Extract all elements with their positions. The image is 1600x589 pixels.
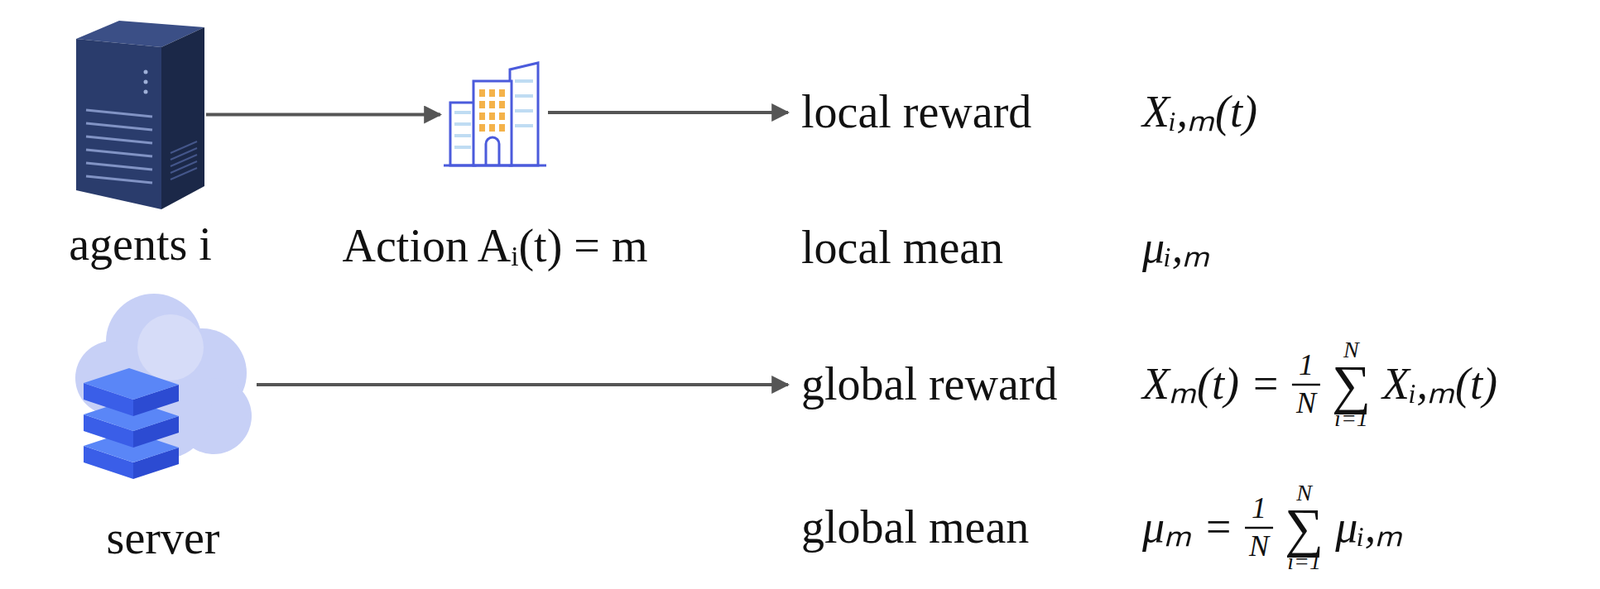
building-door: [485, 137, 500, 166]
building-window: [479, 89, 486, 97]
tower-led: [144, 90, 149, 95]
node-label: agents i: [68, 219, 212, 271]
fraction-bar: [1292, 384, 1321, 387]
building-window: [479, 112, 486, 121]
tower-led: [144, 70, 149, 75]
building-middle: [473, 81, 512, 166]
tower-vent: [170, 141, 197, 154]
tower-slot: [86, 136, 153, 144]
building-icon: [443, 61, 547, 169]
building-window: [479, 124, 486, 132]
fraction-part: 1: [1298, 350, 1314, 382]
building-window: [454, 122, 471, 126]
row-label: local mean: [801, 222, 1004, 274]
leader-arrow: [256, 383, 788, 387]
arrow-connector: [206, 113, 441, 117]
fraction-bar: [1244, 527, 1274, 530]
fraction-part: N: [1249, 531, 1269, 563]
building-window: [454, 145, 471, 149]
math-symbol: Xᵢ,ₘ(t): [1142, 87, 1258, 137]
building-window: [489, 89, 495, 97]
cloud-icon: [71, 285, 255, 481]
building-window: [454, 134, 471, 138]
building-window: [514, 124, 534, 128]
tower-slot: [86, 163, 153, 170]
building-window: [499, 112, 505, 121]
cloud-highlight: [137, 314, 204, 381]
building-window: [454, 110, 471, 115]
disk-top: [83, 368, 179, 400]
node-label: server: [106, 513, 221, 565]
building-window: [489, 100, 495, 109]
building-left: [450, 102, 476, 166]
tower-slot: [86, 176, 153, 183]
tower-slot: [86, 123, 153, 130]
leader-arrow: [547, 110, 788, 115]
node-label: Action Aᵢ(t) = m: [342, 221, 649, 273]
building-window: [499, 124, 505, 132]
building-window: [514, 79, 534, 83]
building-window: [499, 100, 505, 109]
action-building-icon: Action Aᵢ(t) = m: [443, 61, 547, 169]
tower-vent: [170, 161, 197, 173]
building-window: [489, 124, 495, 132]
building-window: [479, 100, 486, 109]
fraction-part: N: [1296, 388, 1317, 420]
agent-server-icon: agents i: [76, 20, 205, 210]
building-window: [514, 109, 534, 113]
tower-icon: [76, 20, 205, 210]
tower-vent: [170, 154, 197, 167]
tower-vent: [170, 168, 197, 180]
fraction-part: 1: [1251, 493, 1267, 525]
building-window: [514, 94, 534, 98]
row-label: global reward: [801, 359, 1058, 411]
tower-slot: [86, 149, 153, 157]
cloud-server-icon: server: [71, 285, 255, 481]
sum-limit: i=1: [1334, 406, 1369, 433]
tower-slot: [86, 110, 153, 117]
math-symbol: μᵢ,ₘ: [1335, 503, 1404, 553]
math-symbol: μₘ =: [1142, 503, 1234, 553]
math-symbol: Xᵢ,ₘ(t): [1382, 360, 1498, 409]
sum-limit: i=1: [1287, 549, 1322, 576]
building-tower: [509, 62, 539, 166]
tower-side: [161, 27, 205, 210]
tower-vent: [170, 148, 197, 160]
math-symbol: Xₘ(t) =: [1142, 360, 1281, 409]
tower-led: [144, 80, 149, 85]
row-label: global mean: [801, 502, 1029, 554]
row-label: local reward: [801, 86, 1032, 139]
tower-front: [76, 38, 162, 210]
building-window: [499, 89, 505, 97]
building-window: [489, 112, 495, 121]
math-symbol: μᵢ,ₘ: [1142, 223, 1211, 273]
ground-line: [443, 164, 547, 168]
